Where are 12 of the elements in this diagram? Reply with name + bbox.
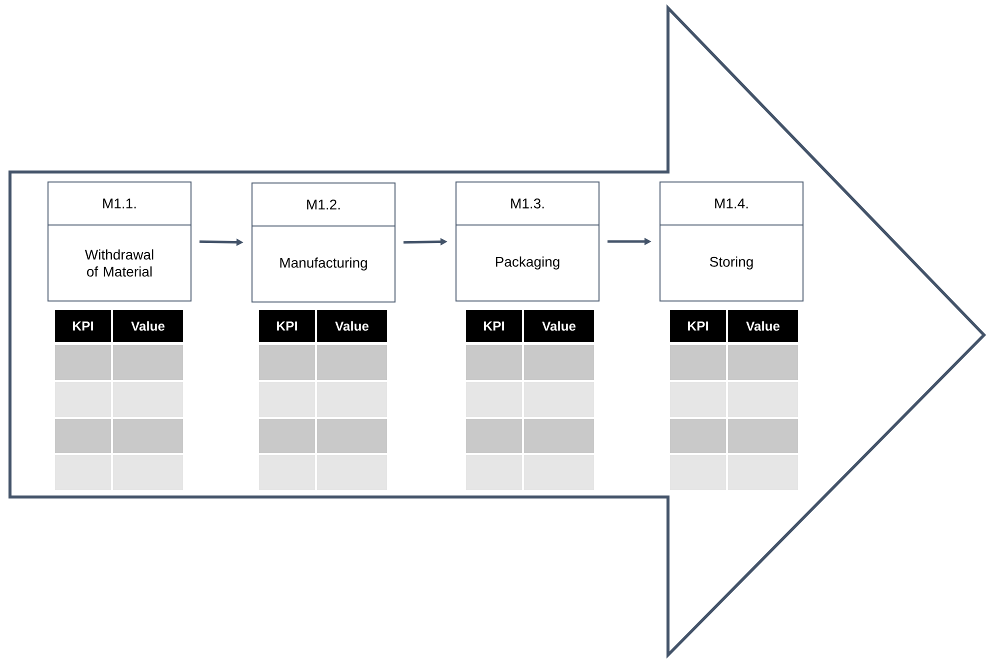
table-header-cell: KPI [55,310,111,342]
table-header-cell: KPI [670,310,726,342]
table-header-cell: KPI [259,310,315,342]
table-header-cell: Value [317,310,387,342]
table-header-cell: KPI [466,310,522,342]
process-box: M1.1. Withdrawal of Material [48,182,192,302]
process-box: M1.3. Packaging [456,182,600,302]
table-header-cell: Value [524,310,594,342]
table-header-cell: Value [728,310,798,342]
process-box: M1.2. Manufacturing [252,182,396,302]
table-header-cell: Value [113,310,183,342]
process-box: M1.4. Storing [660,182,804,302]
